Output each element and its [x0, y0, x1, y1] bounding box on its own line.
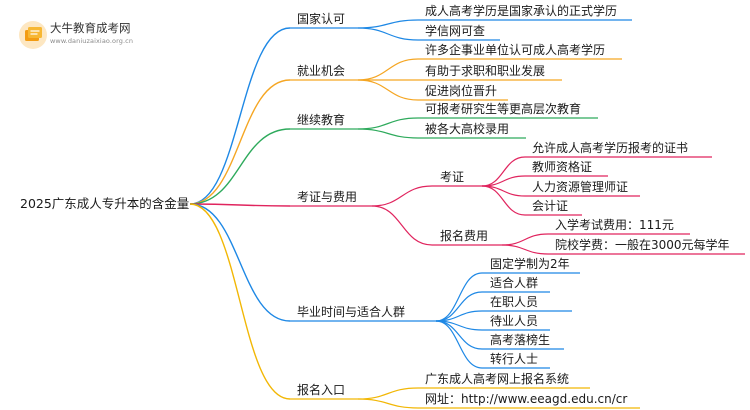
edge-b4-sub2 — [371, 205, 433, 246]
edge-root-b5 — [189, 203, 291, 322]
edge-root-b6 — [189, 203, 291, 400]
branch-certificates-fees: 考证与费用 — [297, 190, 358, 204]
site-logo[interactable]: 大牛教育成考网 www.daniuzaixiao.org.cn — [18, 18, 158, 54]
leaf-national-recognition-1: 成人高考学历是国家承认的正式学历 — [425, 4, 618, 18]
leaf-further-education-1: 可报考研究生等更高层次教育 — [425, 102, 582, 116]
branch-further-education: 继续教育 — [297, 113, 346, 127]
edge-b5-leaf1 — [435, 272, 483, 322]
branch-registration-portal: 报名入口 — [297, 383, 346, 397]
leaf-audience-1: 固定学制为2年 — [490, 257, 570, 271]
branch-duration-audience: 毕业时间与适合人群 — [297, 305, 406, 319]
edge-root-b2 — [189, 79, 291, 205]
book-logo-icon — [19, 21, 47, 49]
leaf-certificates-1: 允许成人高考学历报考的证书 — [532, 141, 689, 155]
leaf-audience-5: 高考落榜生 — [490, 333, 551, 347]
sub-registration-fees: 报名费用 — [440, 229, 489, 243]
leaf-audience-6: 转行人士 — [490, 352, 539, 366]
leaf-employment-2: 有助于求职和职业发展 — [425, 64, 546, 78]
leaf-audience-4: 待业人员 — [490, 314, 539, 328]
edge-b1-leaf1 — [357, 19, 419, 29]
sub-certificates: 考证 — [440, 170, 465, 184]
edge-b6-leaf2 — [357, 398, 419, 409]
branch-employment: 就业机会 — [297, 64, 346, 78]
edge-b5-leaf6 — [435, 320, 483, 369]
leaf-fees-2: 院校学费：一般在3000元每学年 — [555, 238, 730, 252]
edge-fee-1 — [501, 233, 549, 246]
edge-cert-4 — [481, 185, 526, 216]
leaf-employment-1: 许多企事业单位认可成人高考学历 — [425, 43, 606, 57]
leaf-further-education-2: 被各大高校录用 — [425, 122, 510, 136]
leaf-audience-2: 适合人群 — [490, 276, 539, 290]
edge-root-b3 — [189, 128, 291, 205]
branch-national-recognition: 国家认可 — [297, 12, 346, 26]
edge-b2-leaf3 — [357, 79, 419, 101]
leaf-portal-url[interactable]: 网址：http://www.eeagd.edu.cn/cr — [425, 392, 628, 406]
edge-b3-leaf1 — [357, 117, 419, 130]
leaf-employment-3: 促进岗位晋升 — [425, 84, 498, 98]
leaf-certificates-4: 会计证 — [532, 199, 569, 213]
edge-b4-sub1 — [371, 185, 433, 207]
edge-root-b1 — [189, 27, 291, 205]
leaf-national-recognition-2: 学信网可查 — [425, 24, 486, 38]
logo-subtitle: www.daniuzaixiao.org.cn — [50, 37, 134, 45]
edge-root-b4 — [189, 203, 291, 207]
edge-b1-leaf2 — [357, 27, 419, 41]
logo-title: 大牛教育成考网 — [50, 21, 131, 35]
edge-fee-2 — [501, 244, 549, 255]
root-node: 2025广东成人专升本的含金量 — [20, 196, 190, 211]
leaf-portal-1: 广东成人高考网上报名系统 — [425, 372, 570, 386]
leaf-certificates-3: 人力资源管理师证 — [532, 180, 629, 194]
edge-b6-leaf1 — [357, 387, 419, 400]
leaf-audience-3: 在职人员 — [490, 295, 539, 309]
leaf-fees-1: 入学考试费用：111元 — [555, 218, 674, 232]
leaf-certificates-2: 教师资格证 — [532, 160, 593, 174]
edge-b3-leaf2 — [357, 128, 419, 139]
edge-b2-leaf1 — [357, 58, 419, 81]
